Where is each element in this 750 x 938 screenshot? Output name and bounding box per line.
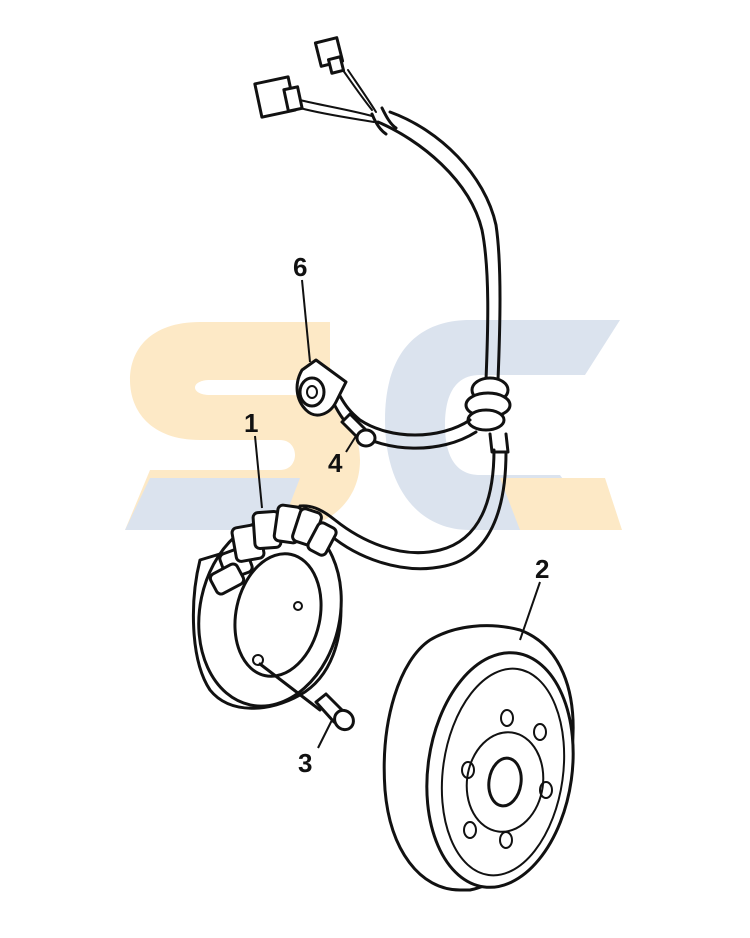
callout-leaders bbox=[254, 279, 541, 749]
leader-6 bbox=[301, 279, 311, 363]
leader-2 bbox=[519, 581, 541, 641]
callout-2: 2 bbox=[535, 554, 549, 584]
leader-1 bbox=[254, 435, 263, 509]
connector-large bbox=[253, 75, 304, 119]
callout-6: 6 bbox=[293, 252, 307, 282]
leader-4 bbox=[345, 435, 357, 453]
stator-bolt bbox=[258, 662, 355, 732]
callout-1: 1 bbox=[244, 408, 258, 438]
leader-3 bbox=[317, 719, 333, 749]
stator bbox=[191, 503, 343, 710]
wire-harness bbox=[299, 65, 502, 382]
screw-pulser bbox=[340, 412, 377, 448]
watermark-c-shape bbox=[385, 320, 620, 530]
callout-3: 3 bbox=[298, 748, 312, 778]
wire-grommet bbox=[464, 376, 512, 432]
callout-4: 4 bbox=[328, 448, 343, 478]
connector-small bbox=[313, 36, 346, 75]
flywheel bbox=[382, 624, 575, 892]
watermark-orange-bar bbox=[500, 478, 622, 530]
watermark-logo bbox=[125, 320, 622, 530]
pulser-coil bbox=[295, 358, 348, 417]
